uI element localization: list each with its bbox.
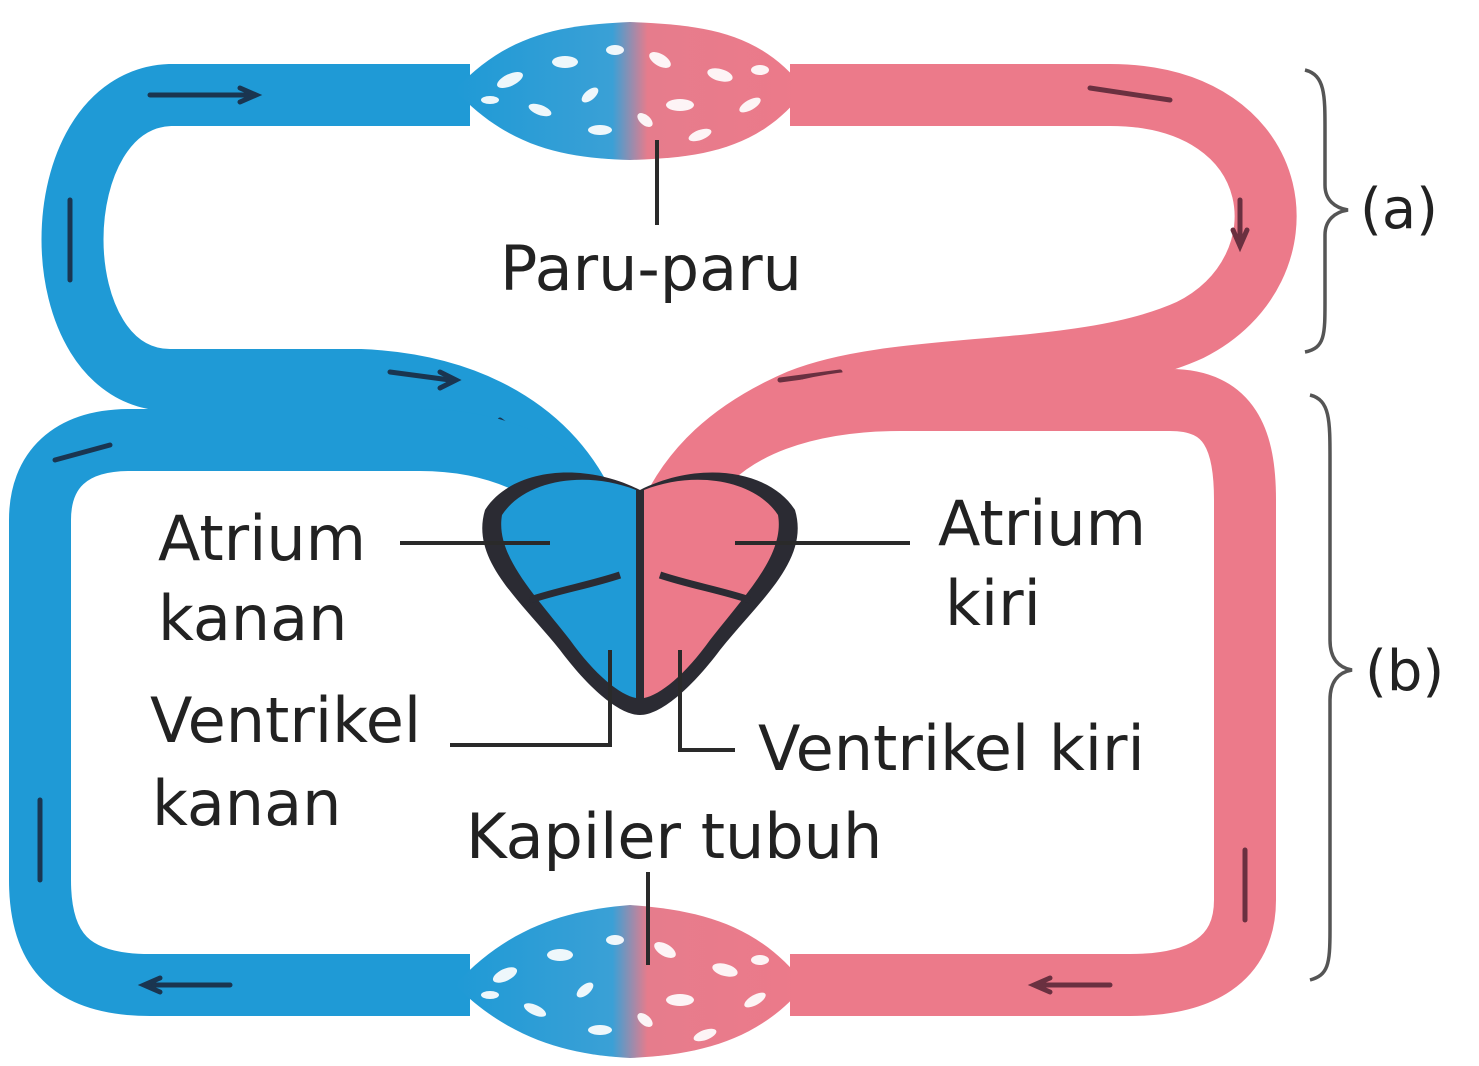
brace-a	[1305, 70, 1348, 352]
body-capillary-bed	[455, 905, 805, 1058]
label-left-atrium-line2: kiri	[945, 567, 1041, 640]
label-right-atrium-line2: kanan	[158, 582, 347, 655]
label-left-atrium-line1: Atrium	[938, 487, 1146, 560]
lung-capillary-bed	[455, 22, 805, 160]
label-right-atrium-line1: Atrium	[158, 502, 366, 575]
brace-b	[1310, 395, 1352, 980]
label-body-capillaries: Kapiler tubuh	[466, 800, 882, 873]
label-circuit-a: (a)	[1360, 177, 1438, 242]
label-right-ventricle-line2: kanan	[152, 767, 341, 840]
label-right-ventricle-line1: Ventrikel	[150, 684, 421, 757]
heart	[482, 473, 797, 715]
label-left-ventricle: Ventrikel kiri	[758, 712, 1145, 785]
label-lungs: Paru-paru	[500, 232, 802, 305]
label-circuit-b: (b)	[1365, 639, 1444, 704]
